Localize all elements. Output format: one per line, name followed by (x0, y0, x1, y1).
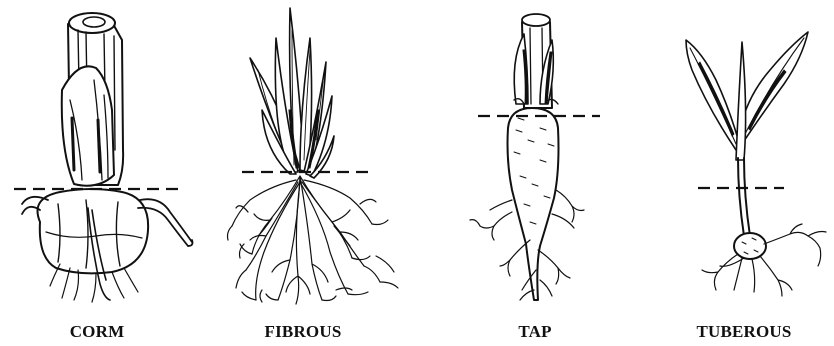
fibrous-label: FIBROUS (265, 322, 342, 341)
tuberous-stem (738, 158, 750, 236)
tuberous-leaves (686, 32, 808, 160)
tuberous-tuber (702, 224, 826, 296)
tap-stem (514, 14, 558, 108)
corm-bulb (22, 189, 193, 302)
tuberous-label: TUBEROUS (696, 322, 791, 341)
tap-illustration: TAP (470, 14, 600, 341)
fibrous-illustration: FIBROUS (228, 8, 399, 341)
tap-label: TAP (518, 322, 551, 341)
fibrous-roots (228, 176, 399, 304)
tuberous-illustration: TUBEROUS (686, 32, 826, 341)
corm-illustration: CORM (14, 13, 193, 341)
tap-root (470, 108, 584, 300)
corm-stem (62, 13, 123, 186)
fibrous-leaves (250, 8, 334, 178)
corm-label: CORM (70, 322, 125, 341)
